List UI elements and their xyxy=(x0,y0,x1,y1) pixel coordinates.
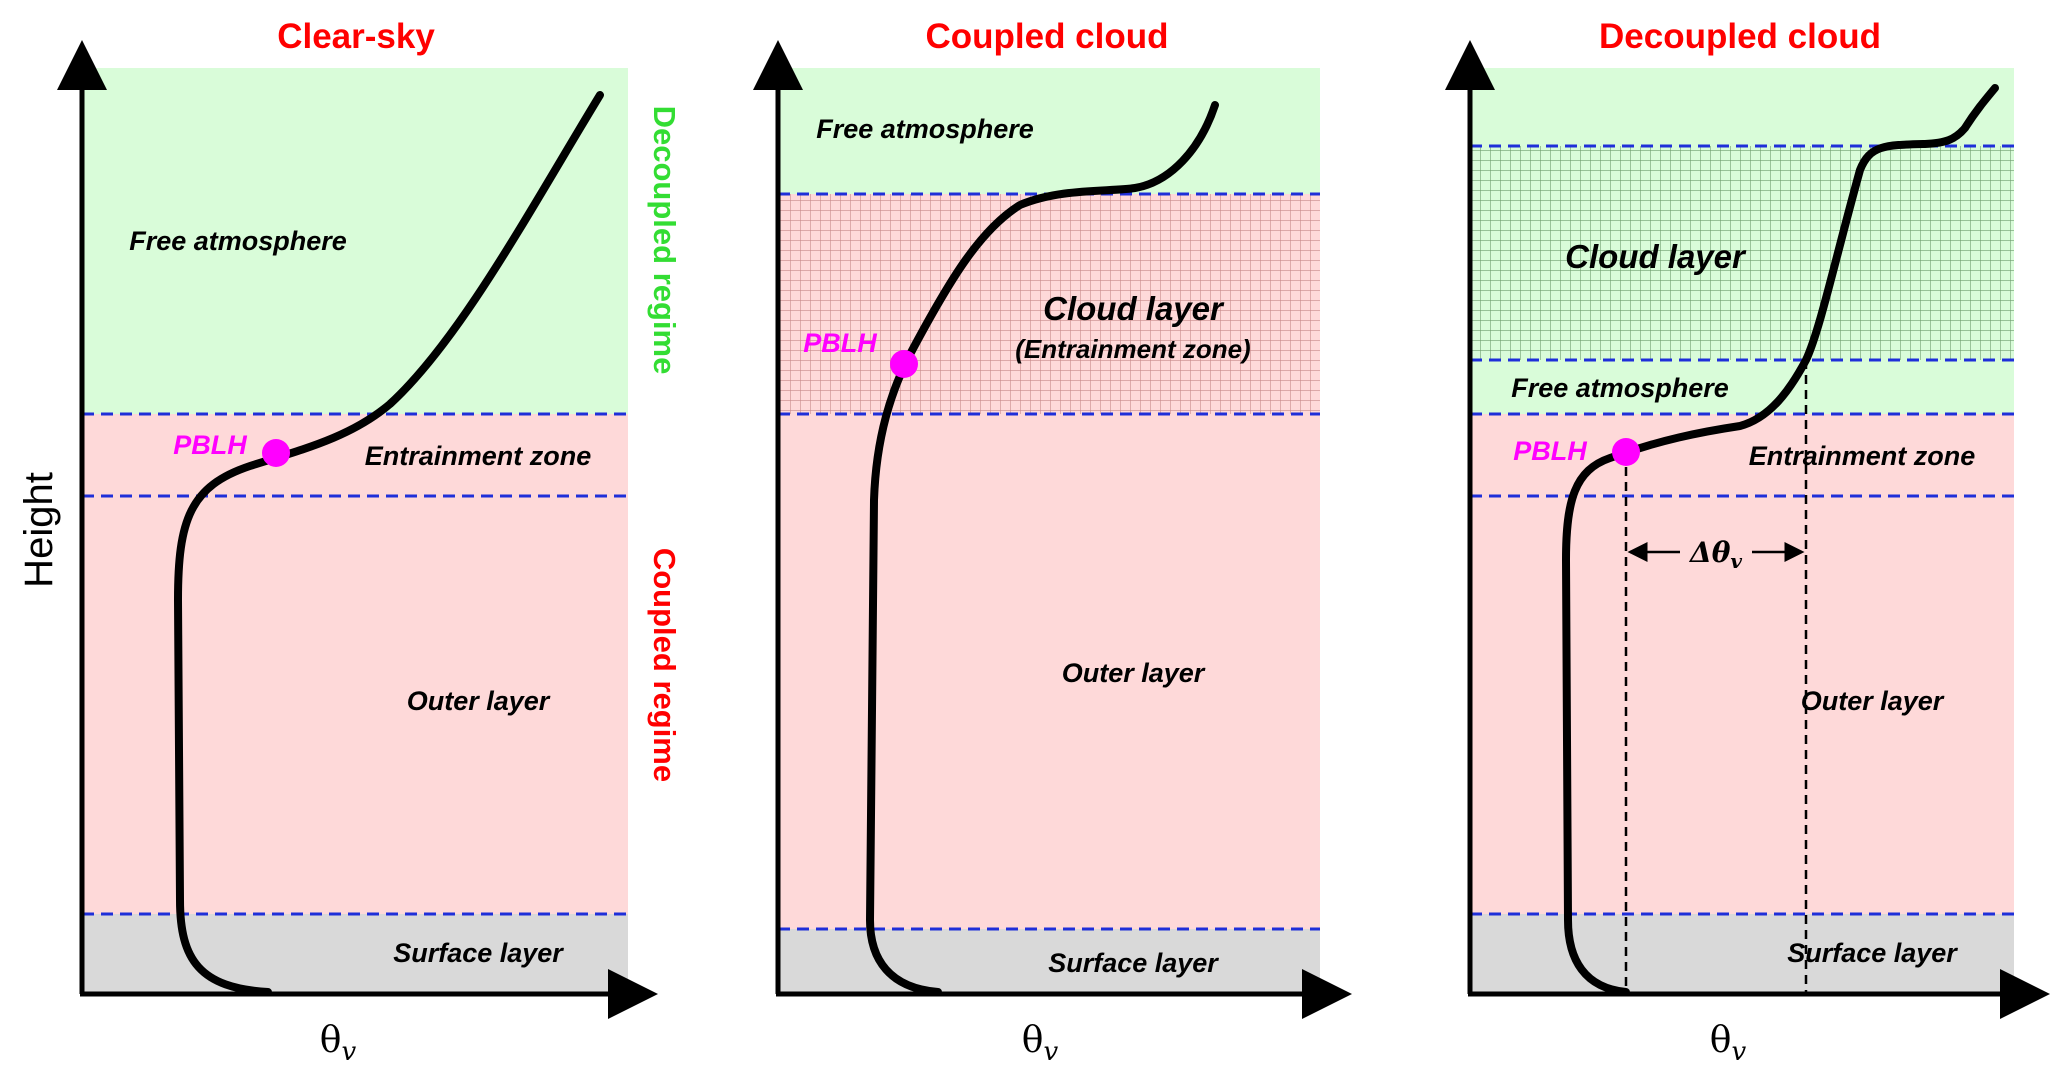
panel-title: Clear-sky xyxy=(277,17,435,56)
pblh-label: PBLH xyxy=(173,430,247,460)
panel-title: Decoupled cloud xyxy=(1599,17,1881,56)
free-atmosphere-label: Free atmosphere xyxy=(816,114,1034,144)
pblh-label: PBLH xyxy=(1513,436,1587,466)
pblh-marker xyxy=(1612,438,1640,466)
free-atmosphere-label: Free atmosphere xyxy=(129,226,347,256)
cloud-layer-sublabel: (Entrainment zone) xyxy=(1015,334,1250,364)
surface-layer-label: Surface layer xyxy=(1787,938,1958,968)
outer-layer-label: Outer layer xyxy=(407,686,551,716)
surface-layer-region xyxy=(1470,914,2014,992)
coupled-regime-label: Coupled regime xyxy=(647,548,682,782)
theta-v-profile xyxy=(865,101,1219,996)
y-axis-label: Height xyxy=(17,472,61,588)
x-axis-label: θv xyxy=(1022,1020,1059,1067)
cloud-layer-label: Cloud layer xyxy=(1565,238,1747,275)
theta-v-profile xyxy=(1561,84,1999,996)
entrainment-zone-label: Entrainment zone xyxy=(365,441,592,471)
panel-decoupled-cloud: Decoupled cloud Cloud layer Free atmosph… xyxy=(1445,17,2050,1067)
panel-title: Coupled cloud xyxy=(925,17,1168,56)
panel-coupled-cloud: Coupled cloud Free atmosphere Cloud laye… xyxy=(753,17,1352,1067)
x-axis-label: θv xyxy=(320,1020,357,1067)
decoupled-regime-label: Decoupled regime xyxy=(647,106,682,375)
panel-clear-sky: Clear-sky Free atmosphere Entrainment zo… xyxy=(57,17,658,1067)
pblh-marker xyxy=(262,439,290,467)
boundary-layer-region xyxy=(82,414,628,914)
boundary-layer-region xyxy=(1470,414,2014,914)
free-atmosphere-region xyxy=(82,68,628,414)
outer-layer-label: Outer layer xyxy=(1062,658,1206,688)
free-atmosphere-region xyxy=(778,68,1320,194)
surface-layer-region xyxy=(82,914,628,992)
cloud-layer-label: Cloud layer xyxy=(1043,290,1225,327)
delta-theta-label: Δθv xyxy=(1688,536,1742,573)
cloud-layer-grid xyxy=(1470,146,2014,360)
pblh-marker xyxy=(890,350,918,378)
surface-layer-label: Surface layer xyxy=(393,938,564,968)
surface-layer-label: Surface layer xyxy=(1048,948,1219,978)
outer-layer-label: Outer layer xyxy=(1801,686,1945,716)
x-axis-label: θv xyxy=(1710,1020,1747,1067)
pblh-label: PBLH xyxy=(803,328,877,358)
entrainment-zone-label: Entrainment zone xyxy=(1749,441,1976,471)
free-atmosphere-label: Free atmosphere xyxy=(1511,373,1729,403)
free-atmosphere-region-upper xyxy=(1470,68,2014,146)
outer-layer-region xyxy=(778,414,1320,929)
cloud-layer-grid xyxy=(778,194,1320,414)
free-atmosphere-region-lower xyxy=(1470,360,2014,414)
